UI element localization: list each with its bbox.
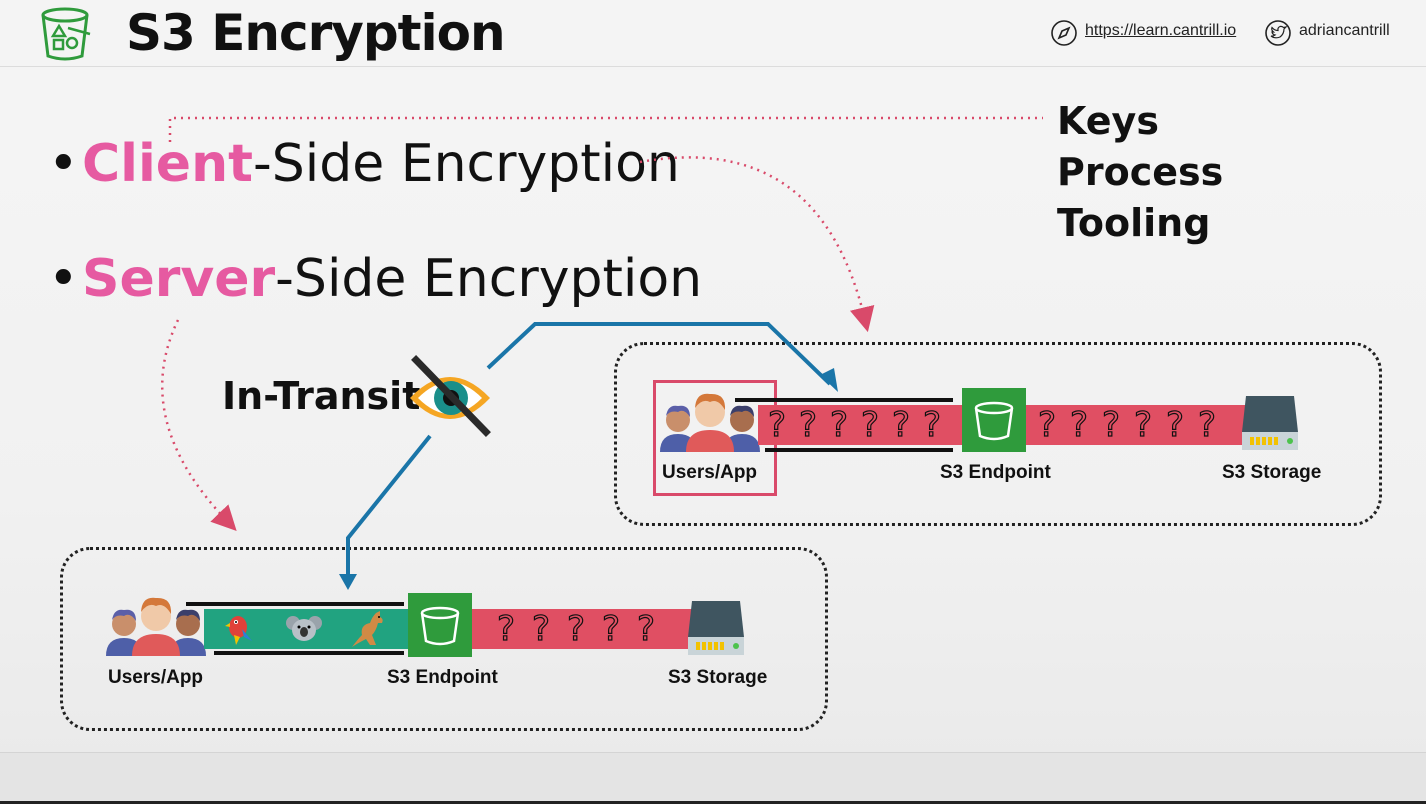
- parrot-icon: [225, 616, 252, 645]
- bullet-client-side: •Client-Side Encryption: [48, 134, 680, 194]
- encrypted-symbol: ?: [1101, 404, 1121, 445]
- s3-storage-drive-icon: [1242, 396, 1298, 450]
- blocked-eye-icon: [410, 355, 491, 437]
- footer-line: [0, 801, 1426, 804]
- client-side-diagram-box: [614, 342, 1382, 526]
- transit-rail-bottom: [765, 448, 953, 452]
- encrypted-symbol: ?: [601, 608, 621, 649]
- client-transit-pipe: [758, 405, 963, 445]
- bullet-highlight: Server: [82, 249, 276, 309]
- bullet-dot: •: [48, 134, 79, 194]
- encrypted-symbol: ?: [566, 608, 586, 649]
- bullet-text: -Side Encryption: [275, 249, 703, 309]
- transit-rail-top: [735, 398, 953, 402]
- bullet-highlight: Client: [82, 134, 253, 194]
- client-endpoint-label: S3 Endpoint: [940, 462, 1051, 483]
- encrypted-symbol: ?: [1069, 404, 1089, 445]
- encrypted-symbol: ?: [767, 404, 787, 445]
- in-transit-label: In-Transit: [222, 374, 421, 418]
- encrypted-symbol: ?: [636, 608, 656, 649]
- site-link[interactable]: https://learn.cantrill.io: [1085, 22, 1237, 39]
- s3-storage-drive-icon: [688, 601, 744, 655]
- kangaroo-icon: [352, 611, 383, 647]
- encrypted-symbol: ?: [829, 404, 849, 445]
- twitter-bird-icon: [1265, 20, 1291, 46]
- encrypted-symbol: ?: [1037, 404, 1057, 445]
- encrypted-symbol: ?: [860, 404, 880, 445]
- compass-icon: [1051, 20, 1077, 46]
- encrypted-symbol: ?: [922, 404, 942, 445]
- bullet-server-side: •Server-Side Encryption: [48, 249, 702, 309]
- client-concerns-list: Keys Process Tooling: [1057, 96, 1223, 249]
- encrypted-symbol: ?: [798, 404, 818, 445]
- concern-tooling: Tooling: [1057, 201, 1211, 245]
- encrypted-symbol: ?: [1133, 404, 1153, 445]
- header-bar: S3 Encryption https://learn.cantrill.io …: [0, 0, 1426, 67]
- encrypted-symbol: ?: [496, 608, 516, 649]
- server-storage-label: S3 Storage: [668, 667, 768, 688]
- users-icon: [660, 393, 760, 452]
- twitter-handle[interactable]: adriancantrill: [1299, 22, 1390, 39]
- server-users-label: Users/App: [108, 667, 204, 688]
- page-title: S3 Encryption: [126, 4, 506, 62]
- transit-rail-top: [186, 602, 404, 606]
- bullet-text: -Side Encryption: [252, 134, 680, 194]
- encrypted-symbol: ?: [891, 404, 911, 445]
- server-side-connector: [161, 319, 237, 532]
- encrypted-symbol: ?: [1165, 404, 1185, 445]
- server-side-diagram-box: [60, 547, 828, 731]
- s3-bucket-shapes-icon: [41, 7, 91, 61]
- concern-keys: Keys: [1057, 99, 1159, 143]
- client-storage-label: S3 Storage: [1222, 462, 1322, 483]
- bullet-dot: •: [48, 249, 79, 309]
- client-users-label: Users/App: [662, 462, 758, 483]
- server-endpoint-label: S3 Endpoint: [387, 667, 498, 688]
- s3-endpoint-bucket-icon: [408, 593, 472, 657]
- encrypted-symbol: ?: [531, 608, 551, 649]
- encrypted-symbol: ?: [1197, 404, 1217, 445]
- footer-band: [0, 752, 1426, 803]
- s3-endpoint-bucket-icon: [962, 388, 1026, 452]
- concern-process: Process: [1057, 150, 1224, 194]
- transit-rail-bottom: [214, 651, 404, 655]
- koala-icon: [286, 616, 322, 641]
- client-storage-pipe: [1026, 405, 1246, 445]
- server-storage-pipe: [472, 609, 694, 649]
- users-icon: [106, 597, 206, 656]
